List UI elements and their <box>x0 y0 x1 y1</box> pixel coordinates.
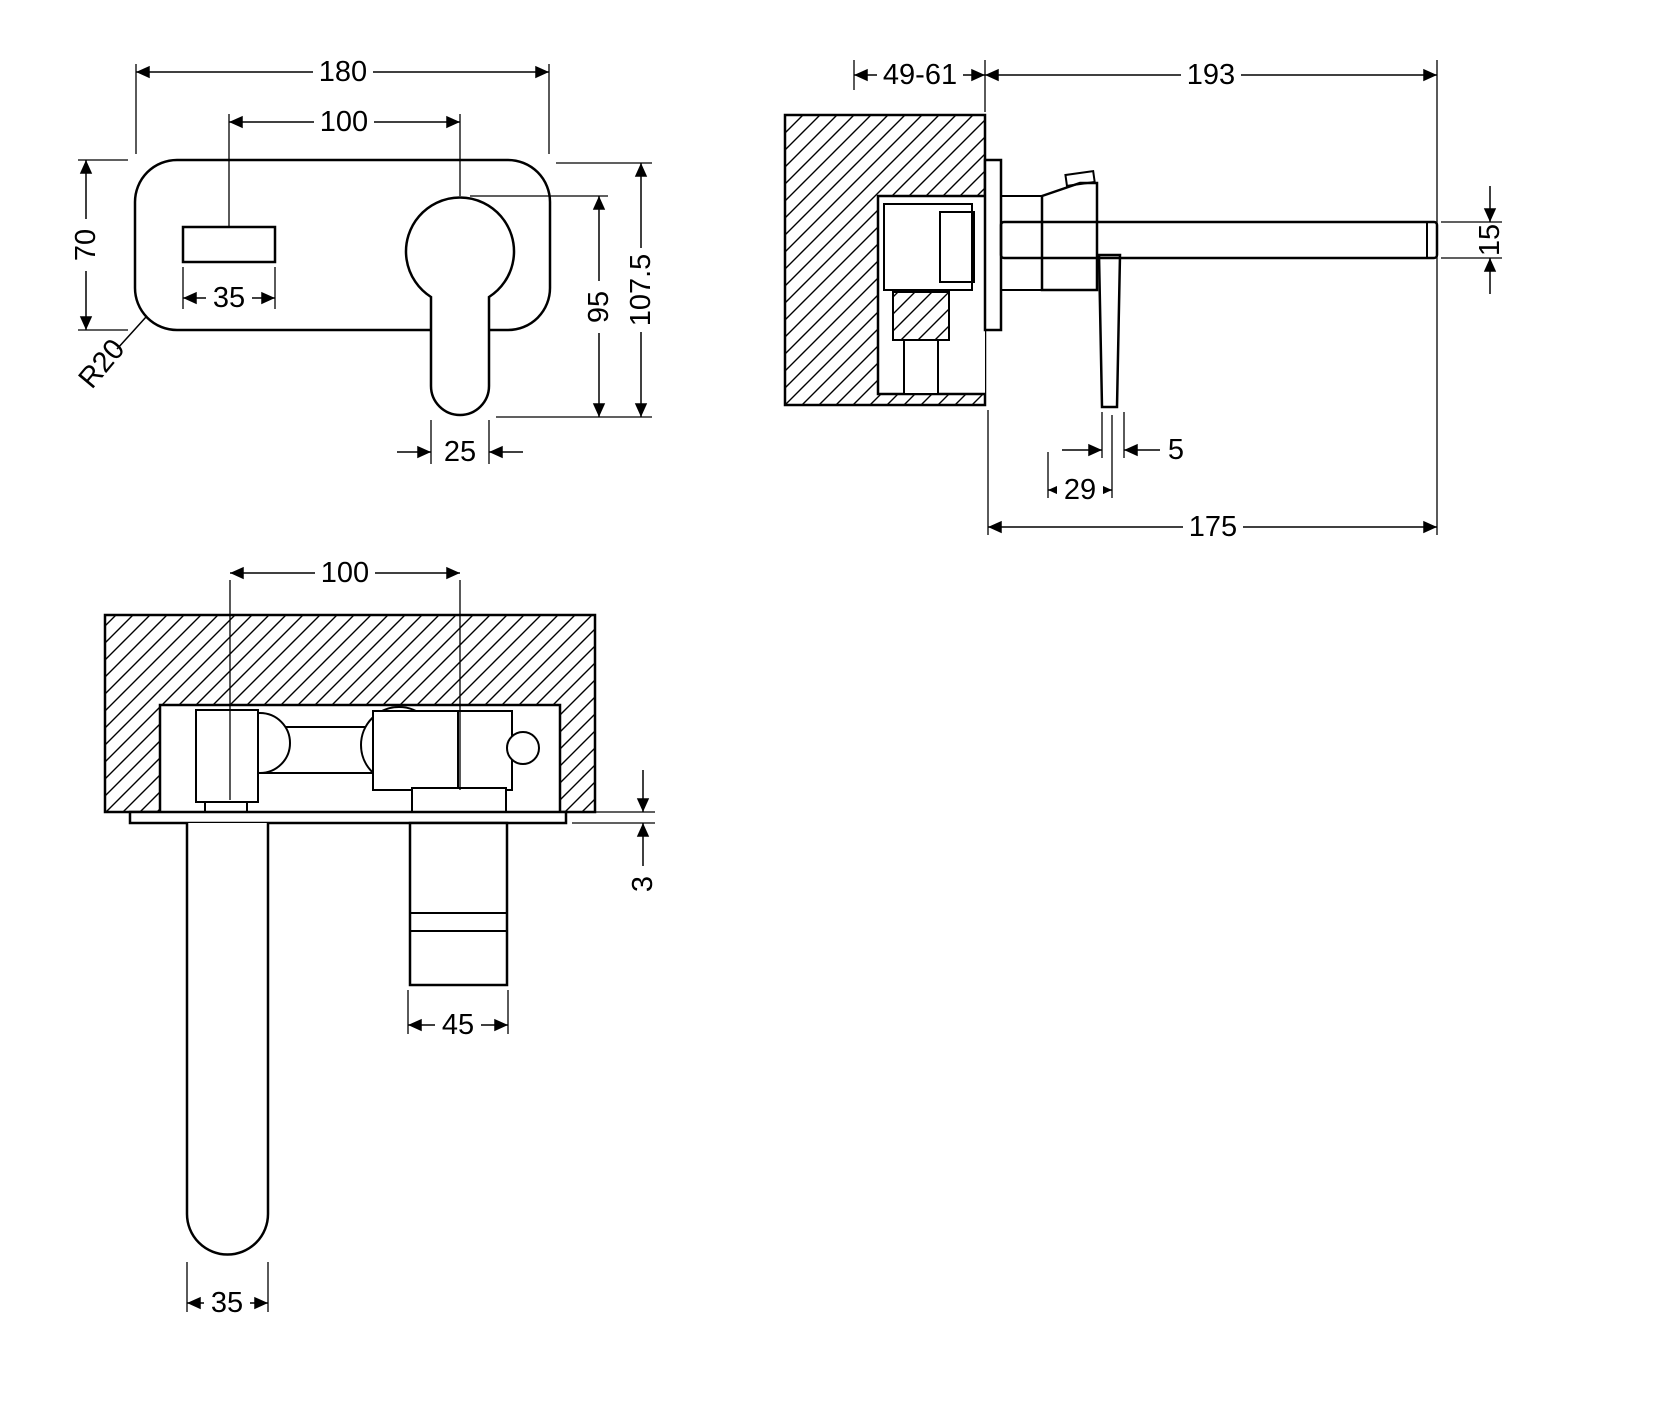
dim-label-handle-length: 95 <box>583 291 615 323</box>
dim-spout-width: 35 <box>186 1262 269 1319</box>
wall-plate-edge <box>983 158 1003 332</box>
dim-plate-width: 180 <box>135 56 550 154</box>
dim-label-valve-body-width: 45 <box>442 1009 474 1041</box>
plan-view: 100 3 45 <box>103 557 659 1319</box>
handle-body-plan <box>408 821 509 987</box>
dim-label-handle-width: 25 <box>444 436 476 468</box>
dim-label-wall-depth: 49-61 <box>883 59 957 91</box>
dim-label-handle-offset: 29 <box>1064 474 1096 506</box>
dim-label-spout-projection: 175 <box>1189 511 1237 543</box>
valve-connector <box>939 211 975 283</box>
dim-overall-height: 107.5 <box>556 162 657 417</box>
plan-dimensions: 100 3 45 <box>186 557 659 1319</box>
dim-centres-front: 100 <box>228 106 461 226</box>
dim-corner-radius: R20 <box>73 316 147 395</box>
lever-handle-front <box>404 196 516 417</box>
front-outline <box>133 158 552 417</box>
valve-thread-block <box>892 291 950 341</box>
dim-valve-body-width: 45 <box>407 990 509 1041</box>
valve-body-plan <box>372 710 513 791</box>
valve-body-side <box>883 203 973 291</box>
dim-spout-thickness: 15 <box>1441 186 1506 294</box>
front-view: 180 100 70 <box>70 56 657 468</box>
dim-aperture-width: 35 <box>182 267 276 314</box>
dim-handle-width: 25 <box>397 420 523 468</box>
dim-label-centres-plan: 100 <box>321 557 369 589</box>
spout-plan <box>185 823 270 1256</box>
valve-port <box>506 731 540 765</box>
dim-label-spout-width: 35 <box>211 1287 243 1319</box>
dim-label-handle-tip: 5 <box>1168 434 1184 466</box>
dim-label-spout-length: 193 <box>1187 59 1235 91</box>
side-view: 49-61 193 15 5 <box>783 59 1506 543</box>
wall-plate-section <box>128 810 568 825</box>
dim-handle-length: 95 <box>470 195 652 418</box>
dim-wall-depth: 49-61 <box>853 59 986 112</box>
dim-plate-height: 70 <box>70 159 128 331</box>
dim-label-plate-height: 70 <box>70 229 102 261</box>
handle-hub <box>1040 181 1099 292</box>
plan-outline <box>103 613 597 1256</box>
dim-label-plate-thickness: 3 <box>627 876 659 892</box>
dim-handle-tip: 5 <box>1062 412 1184 466</box>
dim-label-centres-front: 100 <box>320 106 368 138</box>
inlet-pipe <box>903 339 939 395</box>
dim-spout-length: 193 <box>985 59 1438 535</box>
side-dimensions: 49-61 193 15 5 <box>853 59 1506 543</box>
dim-label-aperture-width: 35 <box>213 282 245 314</box>
dim-centres-plan: 100 <box>229 557 461 800</box>
front-dimensions: 180 100 70 <box>70 56 657 468</box>
dim-label-spout-thickness: 15 <box>1474 224 1506 256</box>
handle-top-knob <box>1064 169 1096 188</box>
handle-adapter <box>1000 195 1043 291</box>
dim-label-plate-width: 180 <box>319 56 367 88</box>
valve-foot <box>411 787 507 813</box>
lever-side <box>1097 253 1122 409</box>
dim-label-overall-height: 107.5 <box>625 254 657 327</box>
side-outline <box>783 113 1439 409</box>
spout-side <box>999 220 1439 260</box>
dim-spout-projection: 175 <box>987 410 1437 543</box>
spout-aperture <box>181 225 277 264</box>
spout-block <box>195 709 259 803</box>
dim-handle-offset: 29 <box>1047 415 1113 506</box>
dim-plate-thickness: 3 <box>572 770 659 892</box>
